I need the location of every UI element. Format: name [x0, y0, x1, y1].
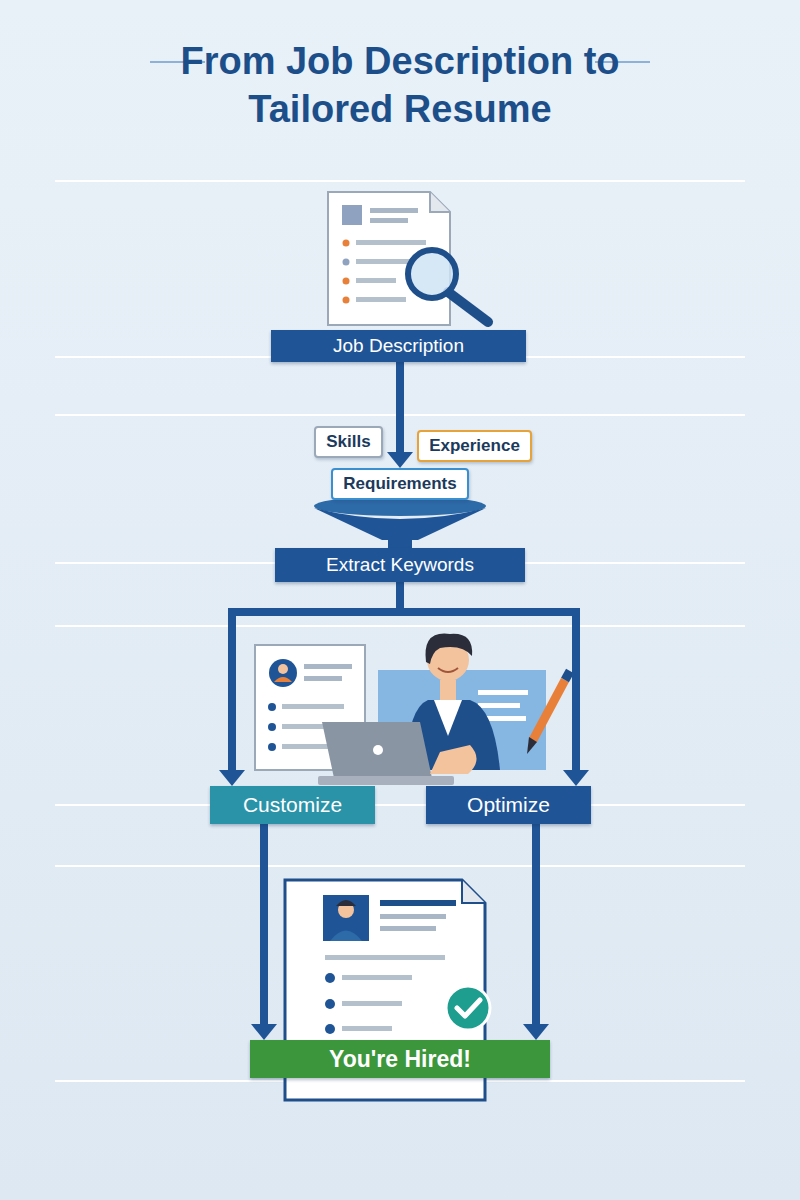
desk-scene-icon	[565, 671, 570, 680]
tailored-resume-icon	[342, 1001, 402, 1006]
node-label: Requirements	[343, 474, 456, 494]
tailored-resume-icon	[380, 914, 446, 919]
job-document-icon	[408, 250, 456, 298]
step-banner: Customize	[210, 786, 375, 824]
node-label: Customize	[243, 793, 342, 817]
desk-scene-icon	[430, 745, 477, 774]
flow-arrow	[387, 362, 413, 468]
arrow-shaft	[260, 824, 268, 1026]
tailored-resume-icon	[325, 955, 445, 960]
funnel-icon	[314, 496, 486, 552]
job-document-icon	[343, 278, 350, 285]
tailored-resume-icon	[323, 895, 369, 941]
node-label: Experience	[429, 436, 520, 456]
job-document-icon	[342, 205, 362, 225]
tailored-resume-icon	[325, 999, 335, 1009]
desk-scene-icon	[478, 703, 520, 708]
node-label: Skills	[326, 432, 370, 452]
node-label: You're Hired!	[329, 1046, 471, 1073]
desk-scene-icon	[282, 704, 344, 709]
job-document-icon	[356, 240, 426, 245]
desk-scene-icon	[274, 677, 292, 682]
keyword-tag: Requirements	[331, 468, 469, 500]
arrow-shaft	[396, 362, 404, 454]
funnel-icon	[314, 508, 486, 540]
desk-scene-icon	[268, 703, 276, 711]
arrow-shaft	[400, 582, 576, 772]
desk-scene-icon	[434, 700, 462, 736]
tailored-resume-icon	[342, 1026, 392, 1031]
job-document-icon	[430, 192, 450, 212]
tailored-resume-icon	[380, 926, 436, 931]
flow-arrow	[251, 824, 277, 1040]
desk-scene-icon	[478, 690, 528, 695]
job-document-icon	[370, 218, 408, 223]
job-document-icon	[356, 278, 396, 283]
tailored-resume-icon	[330, 931, 362, 942]
rule-lines	[55, 180, 745, 182]
desk-scene-icon	[268, 723, 276, 731]
rule-lines	[55, 804, 745, 806]
desk-scene-icon	[278, 664, 288, 674]
step-banner: Extract Keywords	[275, 548, 525, 582]
tailored-resume-icon	[325, 1024, 335, 1034]
desk-scene-icon	[304, 664, 352, 669]
tailored-resume-icon	[342, 975, 412, 980]
keyword-tag: Experience	[417, 430, 532, 462]
tailored-resume-icon	[325, 973, 335, 983]
flow-arrow	[523, 824, 549, 1040]
desk-scene-icon	[527, 737, 537, 754]
node-label: Job Description	[333, 335, 464, 357]
arrow-head	[523, 1024, 549, 1040]
desk-scene-icon	[322, 722, 432, 778]
desk-scene-icon	[269, 659, 297, 687]
step-banner: Optimize	[426, 786, 591, 824]
job-document-icon	[343, 259, 350, 266]
job-document-icon	[356, 297, 406, 302]
result-banner: You're Hired!	[250, 1040, 550, 1078]
desk-scene-icon	[426, 634, 473, 664]
tailored-resume-icon	[462, 880, 485, 903]
keyword-tag: Skills	[314, 426, 383, 458]
arrow-head	[387, 452, 413, 468]
desk-scene-icon	[304, 676, 342, 681]
desk-scene-icon	[373, 745, 383, 755]
diagram-title: From Job Description to Tailored Resume	[165, 38, 635, 133]
job-document-icon	[343, 240, 350, 247]
arrow-head	[251, 1024, 277, 1040]
job-document-icon	[356, 259, 412, 264]
desk-scene-icon	[318, 776, 454, 785]
job-document-icon	[448, 292, 488, 322]
rule-lines	[55, 625, 745, 627]
desk-scene-icon	[255, 634, 570, 785]
job-document-icon	[370, 208, 418, 213]
arrow-head	[563, 770, 589, 786]
node-label: Optimize	[467, 793, 550, 817]
arrow-shaft	[532, 824, 540, 1026]
rule-lines	[55, 865, 745, 867]
tailored-resume-icon	[446, 986, 490, 1030]
desk-scene-icon	[268, 743, 276, 751]
desk-scene-icon	[438, 668, 458, 672]
job-document-icon	[343, 297, 350, 304]
flow-arrow	[219, 582, 400, 786]
job-document-icon	[328, 192, 488, 325]
node-label: Extract Keywords	[326, 554, 474, 576]
desk-scene-icon	[533, 680, 565, 740]
flow-arrow	[400, 582, 589, 786]
step-banner: Job Description	[271, 330, 526, 362]
tailored-resume-icon	[457, 1000, 480, 1016]
tailored-resume-icon	[336, 900, 356, 906]
arrow-shaft	[232, 582, 400, 772]
tailored-resume-icon	[380, 900, 456, 906]
arrow-head	[219, 770, 245, 786]
desk-scene-icon	[440, 680, 456, 700]
